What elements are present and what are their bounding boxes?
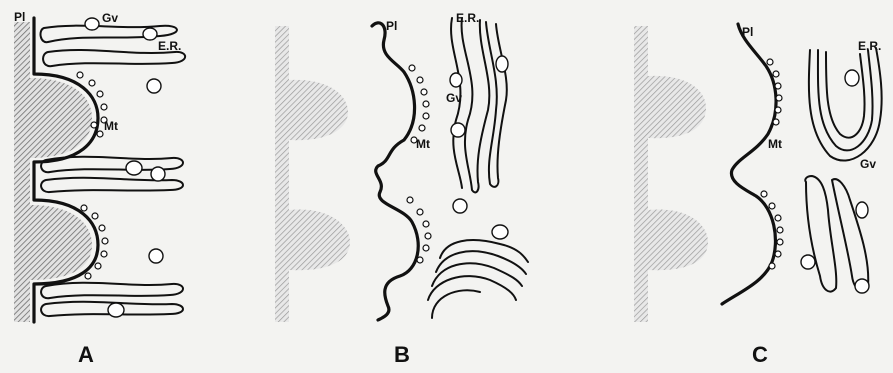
- microtubules-c: [761, 59, 783, 269]
- panel-b: Pl E.R. Gv Mt B: [275, 11, 528, 367]
- wall-protrusion-a1: [30, 78, 92, 158]
- label-mt-c: Mt: [768, 137, 782, 151]
- panel-letter-a: A: [78, 342, 94, 367]
- cell-wall-c: [634, 26, 648, 322]
- wall-protrusion-b1: [289, 80, 348, 140]
- wall-protrusion-c2: [648, 209, 708, 270]
- panel-letter-b: B: [394, 342, 410, 367]
- cell-wall-b: [275, 26, 289, 322]
- label-mt-b: Mt: [416, 137, 430, 151]
- label-pl-b: Pl: [386, 19, 397, 33]
- label-er-c: E.R.: [858, 39, 881, 53]
- cell-wall-a: [14, 22, 30, 322]
- label-gv-c: Gv: [860, 157, 876, 171]
- plasma-membrane-c: [722, 24, 776, 304]
- panel-c: Pl E.R. Gv Mt C: [634, 24, 882, 367]
- label-gv-b: Gv: [446, 91, 462, 105]
- label-er-b: E.R.: [456, 11, 479, 25]
- label-pl-a: Pl: [14, 10, 25, 24]
- wall-protrusion-a2: [30, 205, 92, 280]
- panel-a: Pl Gv E.R. Mt A: [14, 10, 185, 367]
- wall-protrusion-b2: [289, 209, 350, 270]
- label-mt-a: Mt: [104, 119, 118, 133]
- wall-protrusion-c1: [648, 76, 706, 138]
- endoplasmic-reticulum-b: [428, 18, 528, 318]
- label-pl-c: Pl: [742, 25, 753, 39]
- microtubules-b: [407, 65, 431, 263]
- panel-letter-c: C: [752, 342, 768, 367]
- label-er-a: E.R.: [158, 39, 181, 53]
- label-gv-a: Gv: [102, 11, 118, 25]
